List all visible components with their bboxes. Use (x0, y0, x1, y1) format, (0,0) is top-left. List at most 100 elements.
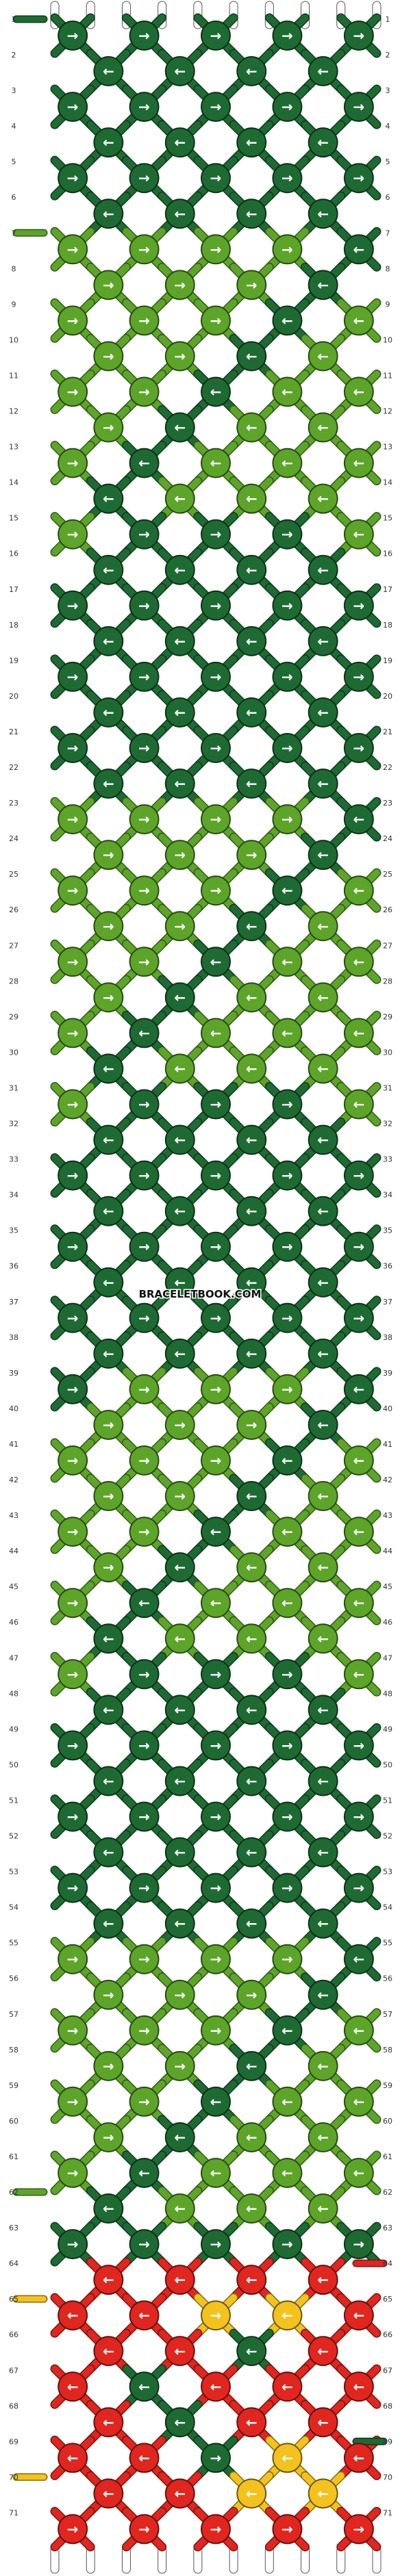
watermark-text: BRACELETBOOK.COM (139, 1288, 262, 1300)
knot: → (272, 1801, 303, 1832)
arrow-right-icon: → (210, 170, 222, 186)
knot: → (129, 1445, 160, 1476)
knot: → (272, 804, 303, 835)
arrow-right-icon: → (210, 740, 222, 756)
knot: ← (93, 1695, 124, 1725)
row-number-right: 44 (383, 1547, 392, 1556)
arrow-right-icon: → (138, 1951, 150, 1968)
row-number-right: 63 (383, 2224, 392, 2232)
arrow-left-icon: ← (282, 2307, 293, 2323)
knot: ← (164, 697, 195, 727)
arrow-left-icon: ← (317, 1773, 329, 1789)
arrow-left-icon: ← (317, 1559, 329, 1575)
knot: → (58, 1659, 88, 1690)
knot: ← (236, 1837, 267, 1868)
arrow-right-icon: → (282, 27, 293, 44)
knot: → (58, 519, 88, 550)
arrow-right-icon: → (67, 1168, 79, 1184)
row-number-right: 45 (383, 1582, 392, 1591)
row-number-left: 26 (9, 905, 18, 914)
arrow-left-icon: ← (174, 2200, 186, 2217)
arrow-left-icon: ← (67, 2378, 79, 2395)
knot: → (164, 911, 195, 942)
row-number-right: 33 (383, 1155, 392, 1164)
arrow-right-icon: → (210, 2449, 222, 2466)
arrow-right-icon: → (138, 384, 150, 400)
knot: → (272, 1302, 303, 1333)
knot: ← (308, 412, 338, 443)
arrow-right-icon: → (174, 276, 186, 293)
knot: → (343, 1302, 374, 1333)
arrow-right-icon: → (174, 2058, 186, 2074)
arrow-left-icon: ← (246, 205, 258, 222)
arrow-right-icon: → (353, 1880, 364, 1896)
knot: ← (308, 1623, 338, 1654)
row-number-right: 41 (383, 1440, 392, 1449)
row-number-right: 42 (383, 1476, 392, 1484)
knot: ← (236, 1338, 267, 1369)
arrow-left-icon: ← (103, 2200, 114, 2217)
arrow-left-icon: ← (103, 134, 114, 151)
arrow-right-icon: → (282, 1737, 293, 1753)
knot: ← (236, 2336, 267, 2367)
knot: → (129, 1944, 160, 1974)
knot: ← (272, 946, 303, 977)
arrow-right-icon: → (282, 2236, 293, 2252)
arrow-right-icon: → (138, 740, 150, 756)
arrow-left-icon: ← (317, 2485, 329, 2501)
knot: ← (272, 2086, 303, 2117)
knot: → (58, 305, 88, 336)
row-number-left: 10 (9, 335, 18, 344)
arrow-right-icon: → (246, 1987, 258, 2003)
arrow-left-icon: ← (282, 2449, 293, 2466)
knot: → (200, 2514, 231, 2545)
knot: → (272, 1730, 303, 1761)
knot: → (58, 875, 88, 906)
knot: ← (343, 234, 374, 265)
row-number-left: 47 (9, 1653, 18, 1662)
arrow-left-icon: ← (246, 1274, 258, 1291)
knot: → (200, 1302, 231, 1333)
row-number-left: 23 (9, 799, 18, 808)
arrow-right-icon: → (138, 1381, 150, 1398)
arrow-right-icon: → (353, 740, 364, 756)
arrow-left-icon: ← (282, 1452, 293, 1469)
arrow-left-icon: ← (246, 1345, 258, 1362)
knot: ← (308, 697, 338, 727)
knot: → (93, 1409, 124, 1440)
knot: ← (200, 1588, 231, 1619)
knot: → (343, 2229, 374, 2260)
row-number-left: 46 (9, 1618, 18, 1627)
knot: ← (164, 1053, 195, 1084)
knot: → (200, 1374, 231, 1404)
arrow-right-icon: → (353, 1809, 364, 1825)
arrow-left-icon: ← (317, 420, 329, 436)
row-number-right: 48 (383, 1689, 392, 1698)
row-number-left: 33 (9, 1155, 18, 1164)
knot: ← (308, 982, 338, 1013)
row-number-right: 36 (383, 1262, 392, 1271)
arrow-left-icon: ← (138, 2165, 150, 2181)
knot: ← (272, 2300, 303, 2331)
row-number-left: 30 (9, 1048, 18, 1057)
knot: ← (343, 2015, 374, 2046)
row-number-right: 9 (386, 300, 390, 309)
row-number-right: 40 (383, 1404, 392, 1413)
arrow-right-icon: → (282, 1310, 293, 1326)
knot: → (343, 92, 374, 123)
arrow-left-icon: ← (210, 455, 222, 472)
knot: → (200, 1160, 231, 1191)
knot: ← (308, 1908, 338, 1939)
knot: → (272, 1374, 303, 1404)
knot: ← (236, 1552, 267, 1583)
arrow-left-icon: ← (103, 562, 114, 578)
knot: → (272, 21, 303, 51)
arrow-left-icon: ← (246, 420, 258, 436)
knot: ← (308, 1409, 338, 1440)
knot: ← (236, 483, 267, 514)
row-number-left: 45 (9, 1582, 18, 1591)
arrow-right-icon: → (353, 2236, 364, 2252)
knot: ← (308, 1695, 338, 1725)
arrow-left-icon: ← (282, 2022, 293, 2039)
knot: ← (58, 2371, 88, 2402)
